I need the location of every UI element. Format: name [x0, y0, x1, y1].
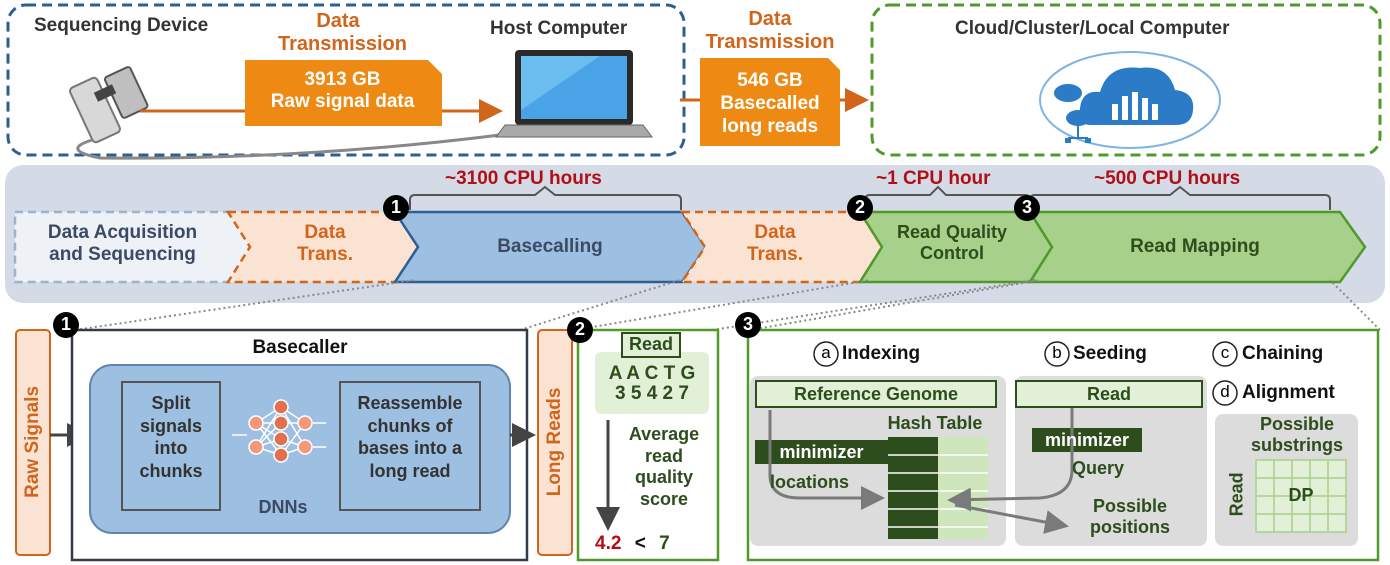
- alignment-letter: d: [1220, 382, 1230, 401]
- basecaller-title: Basecaller: [252, 337, 348, 358]
- badge-2-top: 2: [854, 197, 865, 217]
- quality-comparison: 4.2 < 7: [595, 533, 670, 554]
- cloud-icon: [1039, 51, 1221, 149]
- dnn-label: DNNs: [258, 497, 308, 517]
- minimizer-label-seeding: minimizer: [1044, 430, 1130, 450]
- sequencing-host-group: [6, 3, 686, 157]
- seeding-label: Seeding: [1073, 343, 1147, 364]
- chaining-letter: c: [1220, 343, 1230, 362]
- sequencing-device-label: Sequencing Device: [34, 15, 209, 36]
- sequencing-device-icon: [69, 66, 501, 160]
- quality-read-label: Read: [628, 334, 673, 354]
- hash-table-label: Hash Table: [887, 413, 983, 433]
- step-basecalling-label: Basecalling: [497, 236, 603, 257]
- laptop-icon: [495, 50, 653, 138]
- seeding-read-label: Read: [1086, 384, 1131, 404]
- read-vertical-label: Read: [1226, 472, 1247, 517]
- cloud-label: Cloud/Cluster/Local Computer: [955, 18, 1230, 39]
- cpu-mapping: ~500 CPU hours: [1094, 168, 1241, 189]
- cpu-quality: ~1 CPU hour: [876, 168, 991, 189]
- alignment-label: Alignment: [1242, 382, 1335, 403]
- long-reads-tag: [537, 329, 573, 556]
- long-reads-label: Long Reads: [544, 387, 566, 497]
- badge-3-bottom: 3: [742, 314, 753, 334]
- hash-table: [888, 437, 988, 539]
- dp-label: DP: [1288, 485, 1314, 505]
- chaining-label: Chaining: [1242, 343, 1324, 364]
- seeding-letter: b: [1052, 343, 1062, 362]
- badge-1-bottom: 1: [60, 314, 71, 334]
- basecalled-reads-box: [700, 58, 840, 146]
- step-read-mapping: [1027, 210, 1367, 284]
- indexing-letter: a: [821, 343, 831, 362]
- seeding-area: [1015, 376, 1207, 546]
- host-computer-label: Host Computer: [490, 18, 628, 39]
- indexing-label: Indexing: [842, 343, 921, 364]
- raw-signals-label: Raw Signals: [22, 385, 44, 498]
- badge-1-top: 1: [390, 197, 401, 217]
- cpu-basecalling: ~3100 CPU hours: [445, 168, 602, 189]
- raw-signals-tag: [15, 329, 51, 556]
- locations-label: locations: [770, 472, 850, 492]
- step-read-mapping-label: Read Mapping: [1130, 236, 1260, 257]
- reference-genome-label: Reference Genome: [793, 384, 959, 404]
- minimizer-label-indexing: minimizer: [779, 442, 864, 462]
- dp-grid: [1255, 459, 1347, 533]
- badge-3-top: 3: [1021, 197, 1032, 217]
- raw-signal-data-box: [245, 60, 442, 126]
- badge-2-bottom: 2: [574, 319, 585, 339]
- query-label: Query: [1072, 458, 1125, 478]
